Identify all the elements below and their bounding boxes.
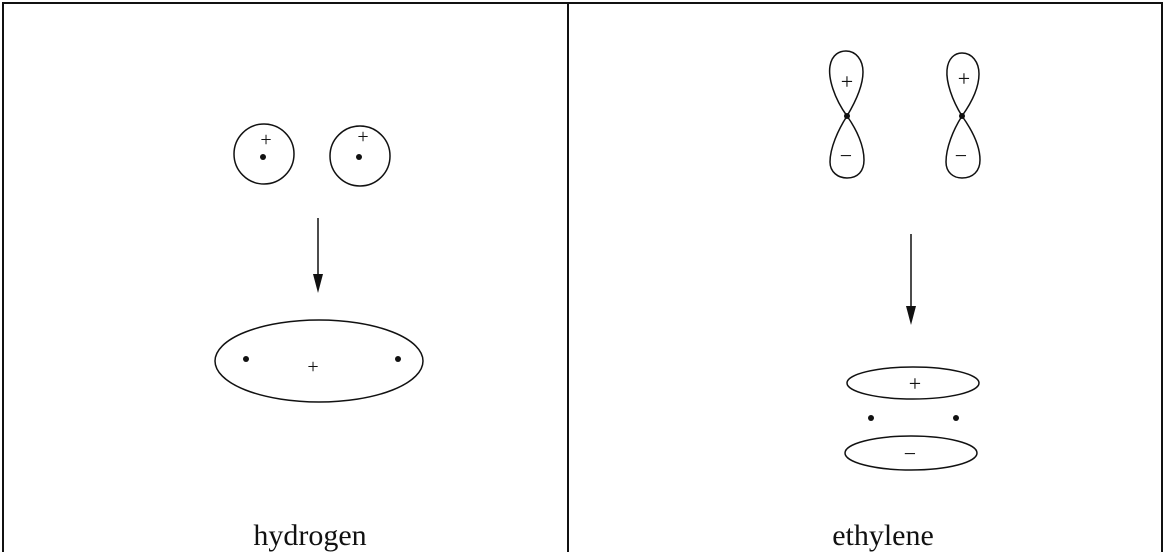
down-arrow xyxy=(906,234,916,325)
phase-sign: − xyxy=(904,441,916,466)
nucleus-dot xyxy=(844,113,850,119)
p-orbital-lower-lobe xyxy=(945,114,981,179)
p-orbital-upper-lobe xyxy=(828,50,864,118)
s-orbital-circle xyxy=(233,123,295,185)
nucleus-dot xyxy=(260,154,266,160)
nucleus-dot xyxy=(243,356,249,362)
pi-upper-lobe xyxy=(846,366,980,400)
bonding-ellipse xyxy=(214,319,424,403)
phase-sign: + xyxy=(260,129,271,151)
phase-sign: + xyxy=(357,126,368,148)
sigma-bonding-orbital: + xyxy=(214,319,424,403)
p-orbital: + − xyxy=(828,50,865,179)
nucleus-dot xyxy=(868,415,874,421)
p-orbital: + − xyxy=(945,52,981,179)
p-orbital-lower-lobe xyxy=(829,114,865,179)
p-orbital-upper-lobe xyxy=(946,52,980,118)
phase-sign: − xyxy=(955,143,967,168)
pi-lower-lobe xyxy=(844,435,978,471)
ethylene-panel: + − + − + − ethylene xyxy=(828,50,981,552)
nucleus-dot xyxy=(959,113,965,119)
hydrogen-panel: + + + hydrogen xyxy=(214,123,424,552)
phase-sign: + xyxy=(909,371,921,396)
nucleus-dot xyxy=(356,154,362,160)
pi-bonding-orbital: + − xyxy=(844,366,980,471)
down-arrow xyxy=(313,218,323,293)
nucleus-dot xyxy=(953,415,959,421)
hydrogen-atom-orbital: + xyxy=(329,125,391,187)
phase-sign: + xyxy=(841,69,853,94)
phase-sign: + xyxy=(307,356,318,378)
ethylene-caption: ethylene xyxy=(832,519,934,552)
nucleus-dot xyxy=(395,356,401,362)
hydrogen-atom-orbital: + xyxy=(233,123,295,185)
phase-sign: + xyxy=(958,66,970,91)
hydrogen-caption: hydrogen xyxy=(253,519,366,552)
phase-sign: − xyxy=(840,143,852,168)
s-orbital-circle xyxy=(329,125,391,187)
